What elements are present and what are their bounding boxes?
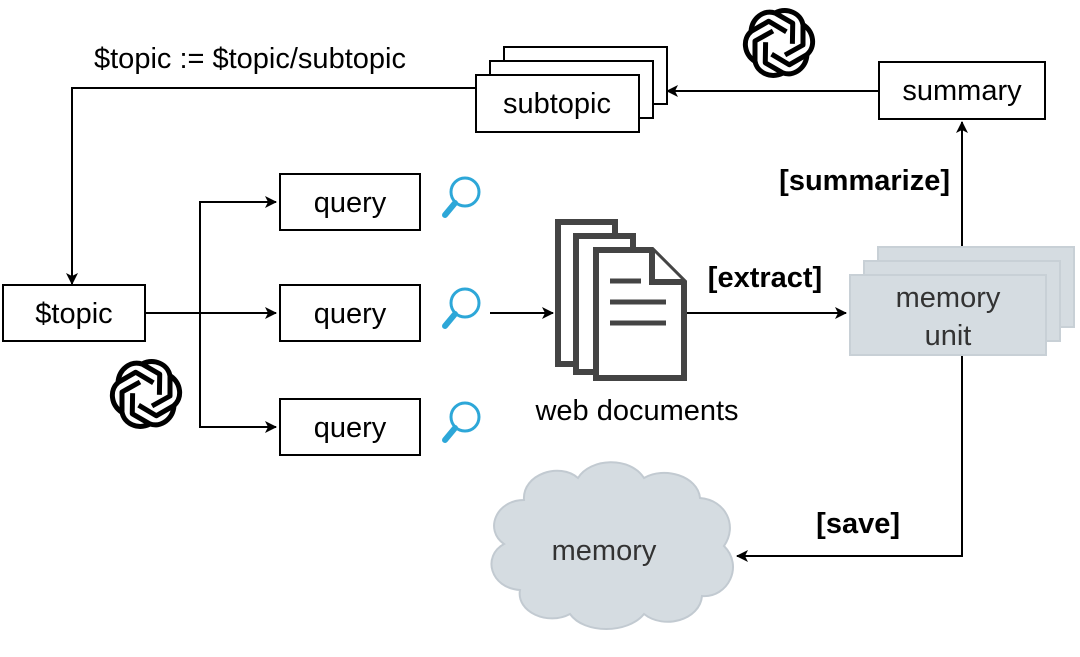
summary-label: summary [902, 75, 1022, 107]
subtopic-label: subtopic [503, 88, 611, 120]
query-node-2: query [279, 284, 421, 342]
save-label: [save] [816, 508, 900, 540]
memory-cloud: memory [490, 461, 734, 630]
memory-unit-label-line2: unit [925, 320, 972, 352]
openai-logo-icon [109, 359, 183, 429]
summarize-label: [summarize] [779, 165, 950, 197]
branch-top-edge [199, 196, 277, 313]
loop-back-edge [66, 87, 476, 285]
web-documents-label: web documents [534, 395, 738, 427]
save-edge [736, 355, 963, 562]
extract-label: [extract] [708, 262, 822, 294]
query-node-3: query [279, 398, 421, 456]
magnifier-icon [442, 176, 481, 218]
branch-bottom-edge [199, 313, 277, 433]
magnifier-icon [442, 401, 481, 443]
openai-logo-icon [742, 8, 816, 78]
memory-unit-label-line1: memory [896, 282, 1001, 314]
memory-label: memory [552, 535, 657, 567]
query-node-1: query [279, 173, 421, 231]
query-label: query [314, 298, 387, 330]
topic-label: $topic [35, 298, 112, 330]
query-label: query [314, 412, 387, 444]
document-stack-icon [555, 219, 687, 381]
update-topic-label: $topic := $topic/subtopic [94, 43, 406, 75]
topic-node: $topic [2, 284, 146, 342]
magnifier-icon [442, 287, 481, 329]
summary-node: summary [878, 61, 1046, 120]
query-label: query [314, 187, 387, 219]
memory-unit-stack: memory unit [849, 246, 1075, 356]
subtopic-stack: subtopic [475, 46, 668, 133]
